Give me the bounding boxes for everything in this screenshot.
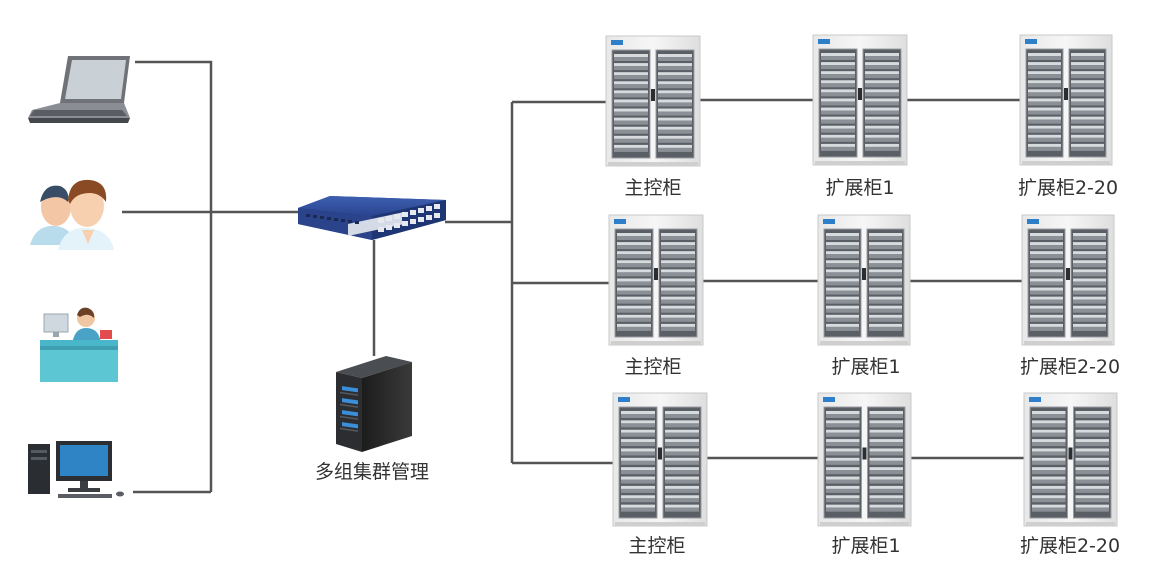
server-icon bbox=[336, 356, 412, 452]
cabinet-r3-c3 bbox=[1023, 392, 1118, 527]
cabinet-label: 扩展柜1 bbox=[825, 177, 894, 199]
cabinet-label: 扩展柜2-20 bbox=[1020, 535, 1120, 557]
line-laptop bbox=[135, 60, 213, 492]
cabinet-r2-c1 bbox=[608, 214, 704, 346]
cabinet-r2-c3 bbox=[1021, 214, 1115, 346]
network-switch-icon bbox=[298, 196, 446, 240]
cabinet-label: 主控柜 bbox=[624, 177, 681, 199]
cabinet-r1-c1 bbox=[605, 35, 701, 167]
cabinet-r1-c2 bbox=[812, 34, 908, 166]
server-label: 多组集群管理 bbox=[315, 461, 429, 483]
cabinet-label: 主控柜 bbox=[628, 535, 685, 557]
connection-lines bbox=[122, 60, 1024, 494]
front-desk-icon bbox=[40, 307, 118, 382]
cabinet-label: 主控柜 bbox=[624, 356, 681, 378]
cabinet-r3-c2 bbox=[817, 392, 912, 527]
cabinet-label: 扩展柜2-20 bbox=[1020, 356, 1120, 378]
cabinet-label: 扩展柜2-20 bbox=[1018, 177, 1118, 199]
cabinet-r1-c3 bbox=[1019, 34, 1113, 166]
cabinet-label: 扩展柜1 bbox=[831, 535, 900, 557]
cabinet-r3-c1 bbox=[612, 392, 708, 527]
cabinet-label: 扩展柜1 bbox=[831, 356, 900, 378]
desktop-computer-icon bbox=[28, 441, 124, 498]
cabinet-r2-c2 bbox=[817, 214, 911, 346]
laptop-icon bbox=[28, 56, 130, 123]
users-icon bbox=[30, 179, 114, 250]
